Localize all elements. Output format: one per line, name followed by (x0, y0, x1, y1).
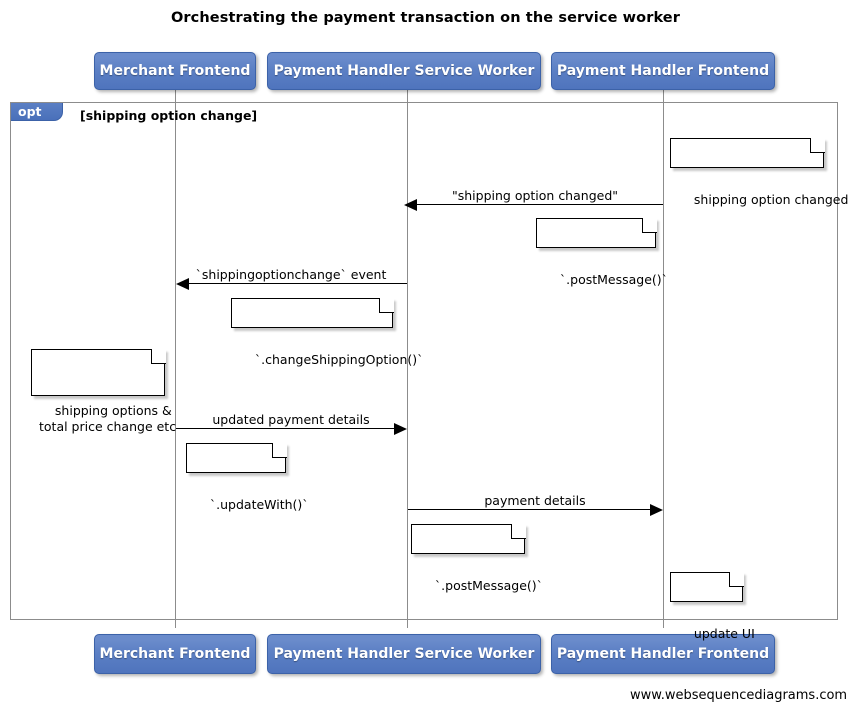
message-line-shipping-option-changed (409, 204, 663, 205)
note-fold-icon (641, 216, 657, 233)
participant-payment-handler-service-worker-bottom[interactable]: Payment Handler Service Worker (267, 634, 541, 674)
note-update-with: `.updateWith()` (186, 441, 309, 512)
message-line-updated-payment-details (176, 428, 396, 429)
lifeline-payment-handler-service-worker (407, 90, 408, 628)
message-label-updated-payment-details: updated payment details (212, 412, 370, 427)
participant-label: Merchant Frontend (99, 63, 251, 79)
note-text: `.postMessage()` (434, 578, 543, 593)
note-fold-icon (378, 296, 394, 313)
message-arrowhead-updated-payment-details (394, 423, 407, 435)
lifeline-merchant-frontend (175, 90, 176, 628)
diagram-title: Orchestrating the payment transaction on… (171, 10, 680, 26)
participant-label: Merchant Frontend (99, 646, 251, 662)
note-text: shipping options & total price change et… (39, 403, 177, 434)
note-update-ui: update UI (670, 570, 755, 641)
message-arrowhead-payment-details (650, 504, 663, 516)
note-fold-icon (271, 441, 287, 458)
note-text: `.updateWith()` (209, 497, 309, 512)
note-text: update UI (693, 626, 755, 641)
note-fold-icon (510, 522, 526, 539)
note-fold-icon (728, 570, 744, 587)
opt-fragment-frame (10, 102, 838, 620)
note-fold-icon (809, 136, 825, 153)
message-arrowhead-shipping-option-changed (404, 199, 417, 211)
message-arrowhead-shippingoptionchange-event (176, 278, 189, 290)
watermark-text: www.websequencediagrams.com (630, 688, 848, 703)
message-line-shippingoptionchange-event (181, 283, 407, 284)
note-shipping-option-changed: shipping option changed (670, 136, 848, 207)
participant-label: Payment Handler Service Worker (273, 646, 535, 662)
opt-fragment-label: opt (11, 103, 63, 121)
message-label-shipping-option-changed: "shipping option changed" (451, 188, 618, 203)
message-label-payment-details: payment details (484, 493, 586, 508)
message-line-payment-details (408, 509, 652, 510)
participant-label: Payment Handler Frontend (556, 63, 770, 79)
note-post-message-2: `.postMessage()` (411, 522, 543, 593)
lifeline-payment-handler-frontend (663, 90, 664, 628)
note-text: `.changeShippingOption()` (254, 352, 424, 367)
participant-payment-handler-frontend-top[interactable]: Payment Handler Frontend (551, 52, 775, 90)
participant-label: Payment Handler Frontend (556, 646, 770, 662)
message-label-shippingoptionchange-event: `shippingoptionchange` event (195, 267, 387, 282)
note-post-message-1: `.postMessage()` (536, 216, 668, 287)
participant-payment-handler-frontend-bottom[interactable]: Payment Handler Frontend (551, 634, 775, 674)
note-change-shipping-option: `.changeShippingOption()` (231, 296, 423, 367)
participant-payment-handler-service-worker-top[interactable]: Payment Handler Service Worker (267, 52, 541, 90)
note-text: `.postMessage()` (559, 272, 668, 287)
participant-label: Payment Handler Service Worker (273, 63, 535, 79)
note-fold-icon (150, 347, 166, 364)
participant-merchant-frontend-bottom[interactable]: Merchant Frontend (94, 634, 256, 674)
opt-fragment-condition: [shipping option change] (80, 108, 258, 123)
note-text: shipping option changed (693, 192, 849, 207)
note-shipping-options-total-price: shipping options & total price change et… (31, 347, 176, 434)
participant-merchant-frontend-top[interactable]: Merchant Frontend (94, 52, 256, 90)
